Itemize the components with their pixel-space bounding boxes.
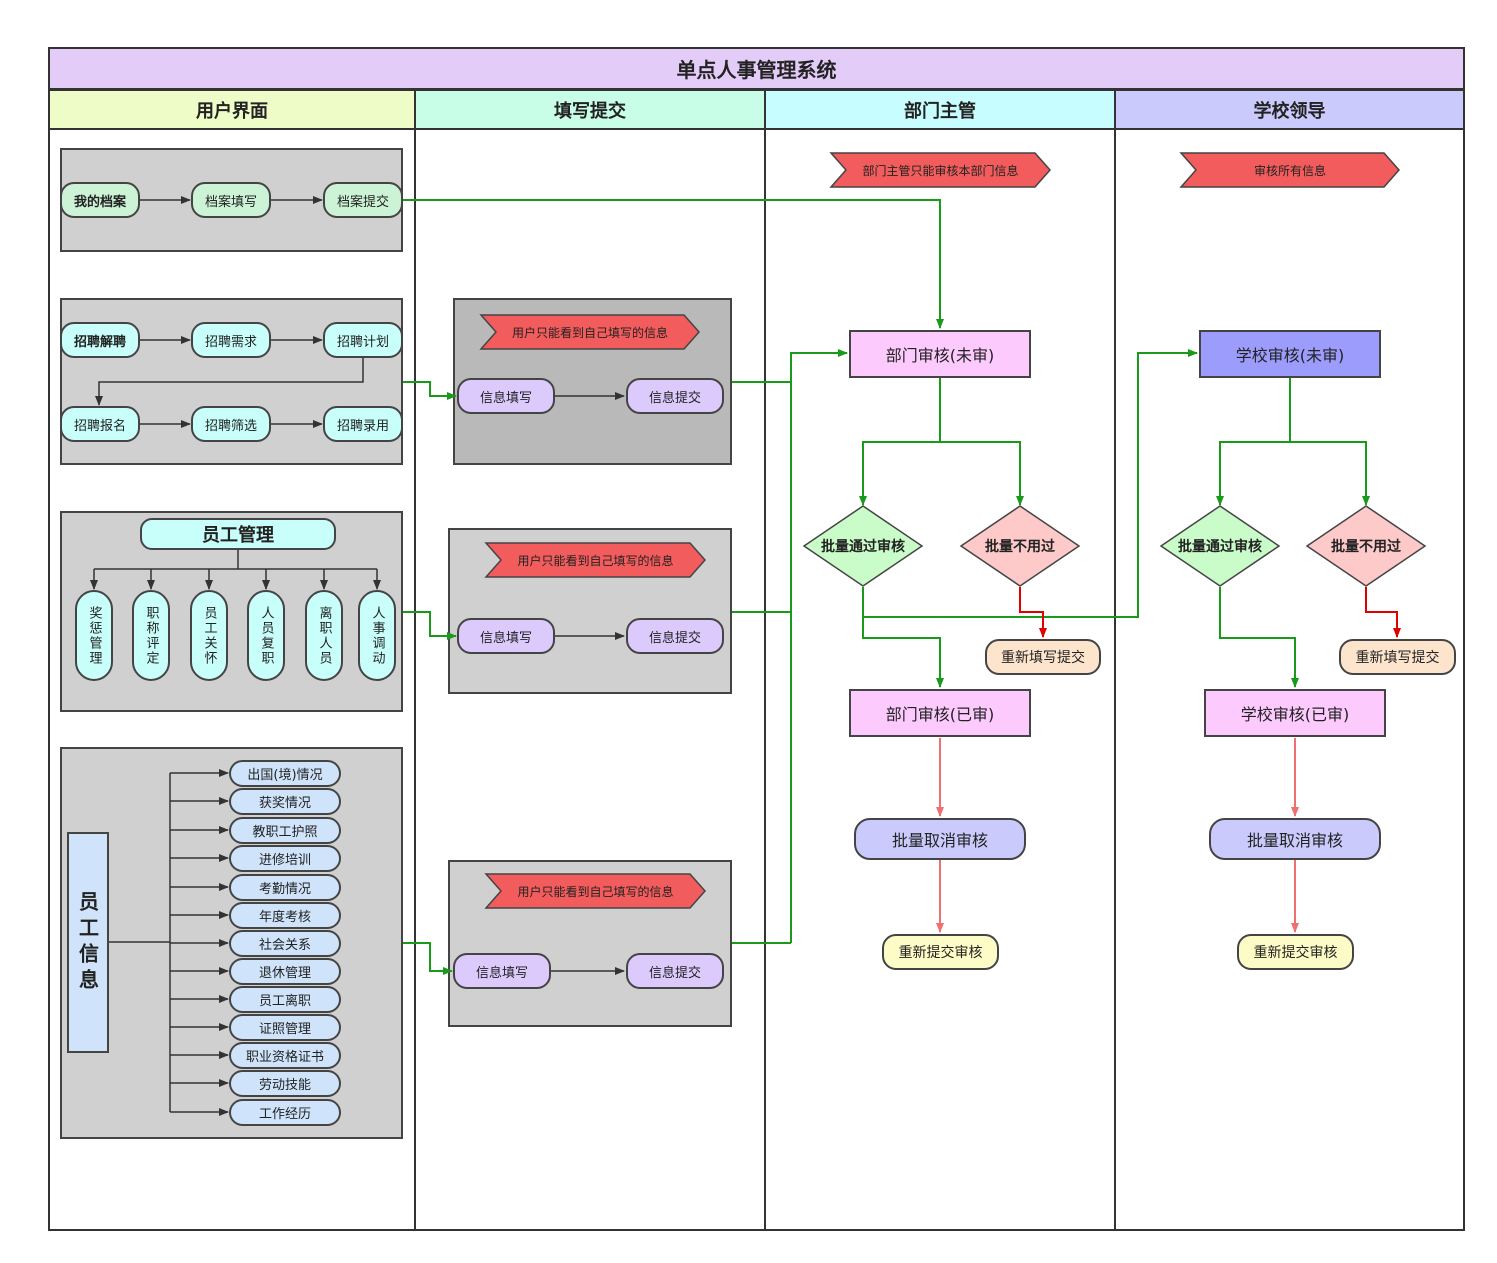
dept-resubmit-node[interactable]: 重新提交审核 xyxy=(882,934,999,970)
school-banner: 审核所有信息 xyxy=(1253,163,1326,178)
staff-info-item[interactable]: 员工离职 xyxy=(229,986,341,1013)
staff-info-item[interactable]: 证照管理 xyxy=(229,1014,341,1041)
fill-banner-1: 用户只能看到自己填写的信息 xyxy=(511,325,668,340)
school-approved-node[interactable]: 学校审核(已审) xyxy=(1204,689,1386,737)
staff-mgmt-item[interactable]: 员工关怀 xyxy=(190,590,228,681)
staff-mgmt-title[interactable]: 员工管理 xyxy=(140,518,336,550)
fill-banner-3: 用户只能看到自己填写的信息 xyxy=(517,884,674,899)
dept-refill-node[interactable]: 重新填写提交 xyxy=(985,639,1101,675)
dept-pending-node[interactable]: 部门审核(未审) xyxy=(849,330,1031,378)
recruit-root-node[interactable]: 招聘解聘 xyxy=(60,322,140,358)
lane-header-fill-submit: 填写提交 xyxy=(414,89,766,130)
staff-mgmt-item[interactable]: 离职人员 xyxy=(305,590,343,681)
lane-divider xyxy=(414,89,416,1231)
diamond-shape xyxy=(802,505,924,587)
school-pending-node[interactable]: 学校审核(未审) xyxy=(1199,330,1381,378)
staff-info-item[interactable]: 获奖情况 xyxy=(229,788,341,815)
staff-info-item[interactable]: 进修培训 xyxy=(229,845,341,872)
staff-info-item[interactable]: 职业资格证书 xyxy=(229,1042,341,1069)
staff-info-item[interactable]: 出国(境)情况 xyxy=(229,760,341,787)
recruit-screen-node[interactable]: 招聘筛选 xyxy=(191,406,271,442)
info-fill-node-2[interactable]: 信息填写 xyxy=(457,618,555,654)
dept-reject-diamond[interactable]: 批量不用过 xyxy=(985,539,1055,555)
staff-info-item[interactable]: 教职工护照 xyxy=(229,817,341,844)
banner-shape xyxy=(829,152,1052,188)
lane-divider xyxy=(764,89,766,1231)
school-approve-diamond[interactable]: 批量通过审核 xyxy=(1178,539,1262,555)
diamond-shape xyxy=(1159,505,1281,587)
staff-info-item[interactable]: 考勤情况 xyxy=(229,874,341,901)
recruit-hire-node[interactable]: 招聘录用 xyxy=(323,406,403,442)
info-submit-node-2[interactable]: 信息提交 xyxy=(626,618,724,654)
dept-approved-node[interactable]: 部门审核(已审) xyxy=(849,689,1031,737)
info-submit-node-3[interactable]: 信息提交 xyxy=(626,953,724,989)
school-reject-diamond[interactable]: 批量不用过 xyxy=(1331,539,1401,555)
dept-cancel-button[interactable]: 批量取消审核 xyxy=(854,818,1026,860)
info-submit-node-1[interactable]: 信息提交 xyxy=(626,378,724,414)
archive-submit-node[interactable]: 档案提交 xyxy=(323,182,403,218)
info-fill-node-1[interactable]: 信息填写 xyxy=(457,378,555,414)
info-fill-node-3[interactable]: 信息填写 xyxy=(453,953,551,989)
staff-info-item[interactable]: 社会关系 xyxy=(229,930,341,957)
lane-header-school-leader: 学校领导 xyxy=(1114,89,1465,130)
staff-mgmt-item[interactable]: 人员复职 xyxy=(247,590,285,681)
staff-info-title[interactable]: 员工信息 xyxy=(67,832,109,1053)
recruit-demand-node[interactable]: 招聘需求 xyxy=(191,322,271,358)
banner-shape xyxy=(484,873,707,909)
dept-banner: 部门主管只能审核本部门信息 xyxy=(862,163,1019,178)
lane-header-dept-manager: 部门主管 xyxy=(764,89,1116,130)
school-refill-node[interactable]: 重新填写提交 xyxy=(1339,639,1456,675)
banner-shape xyxy=(479,314,701,350)
staff-mgmt-item[interactable]: 奖惩管理 xyxy=(75,590,113,681)
staff-info-item[interactable]: 劳动技能 xyxy=(229,1070,341,1097)
fill-banner-2: 用户只能看到自己填写的信息 xyxy=(517,553,674,568)
staff-info-item[interactable]: 工作经历 xyxy=(229,1099,341,1126)
staff-mgmt-item[interactable]: 职称评定 xyxy=(132,590,170,681)
staff-mgmt-item[interactable]: 人事调动 xyxy=(358,590,396,681)
staff-info-item[interactable]: 退休管理 xyxy=(229,958,341,985)
school-cancel-button[interactable]: 批量取消审核 xyxy=(1209,818,1381,860)
recruit-signup-node[interactable]: 招聘报名 xyxy=(60,406,140,442)
archive-fill-node[interactable]: 档案填写 xyxy=(191,182,271,218)
staff-info-item[interactable]: 年度考核 xyxy=(229,902,341,929)
diamond-shape xyxy=(1305,505,1427,587)
archive-root-node[interactable]: 我的档案 xyxy=(60,182,140,218)
dept-approve-diamond[interactable]: 批量通过审核 xyxy=(821,539,905,555)
lane-divider xyxy=(1114,89,1116,1231)
school-resubmit-node[interactable]: 重新提交审核 xyxy=(1237,934,1354,970)
recruit-plan-node[interactable]: 招聘计划 xyxy=(323,322,403,358)
diamond-shape xyxy=(959,505,1081,587)
banner-shape xyxy=(1179,152,1401,188)
banner-shape xyxy=(484,542,707,578)
lane-header-user-interface: 用户界面 xyxy=(48,89,416,130)
